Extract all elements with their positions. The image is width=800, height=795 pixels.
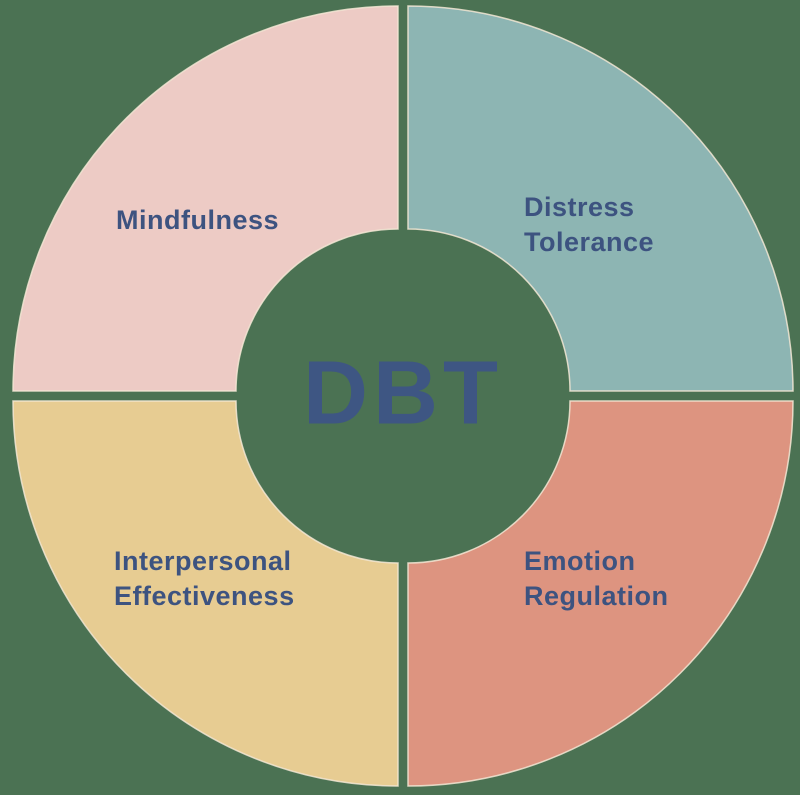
label-interpersonal-effectiveness: Interpersonal Effectiveness [114, 544, 295, 614]
segment-distress-tolerance [407, 5, 794, 392]
label-emotion-regulation: Emotion Regulation [524, 544, 669, 614]
label-distress-tolerance-line-2: Tolerance [524, 227, 655, 257]
center-label-dbt: DBT [303, 343, 503, 444]
segment-interpersonal-effectiveness [12, 400, 399, 787]
segment-emotion-regulation [407, 400, 794, 787]
label-distress-tolerance: Distress Tolerance [524, 190, 654, 260]
label-emotion-regulation-line-1: Emotion [524, 546, 636, 576]
label-interpersonal-effectiveness-line-1: Interpersonal [114, 546, 292, 576]
label-interpersonal-effectiveness-line-2: Effectiveness [114, 581, 295, 611]
label-mindfulness-line-1: Mindfulness [116, 205, 280, 235]
label-distress-tolerance-line-1: Distress [524, 192, 635, 222]
segment-mindfulness [12, 5, 399, 392]
label-mindfulness: Mindfulness [116, 203, 279, 238]
label-emotion-regulation-line-2: Regulation [524, 581, 669, 611]
